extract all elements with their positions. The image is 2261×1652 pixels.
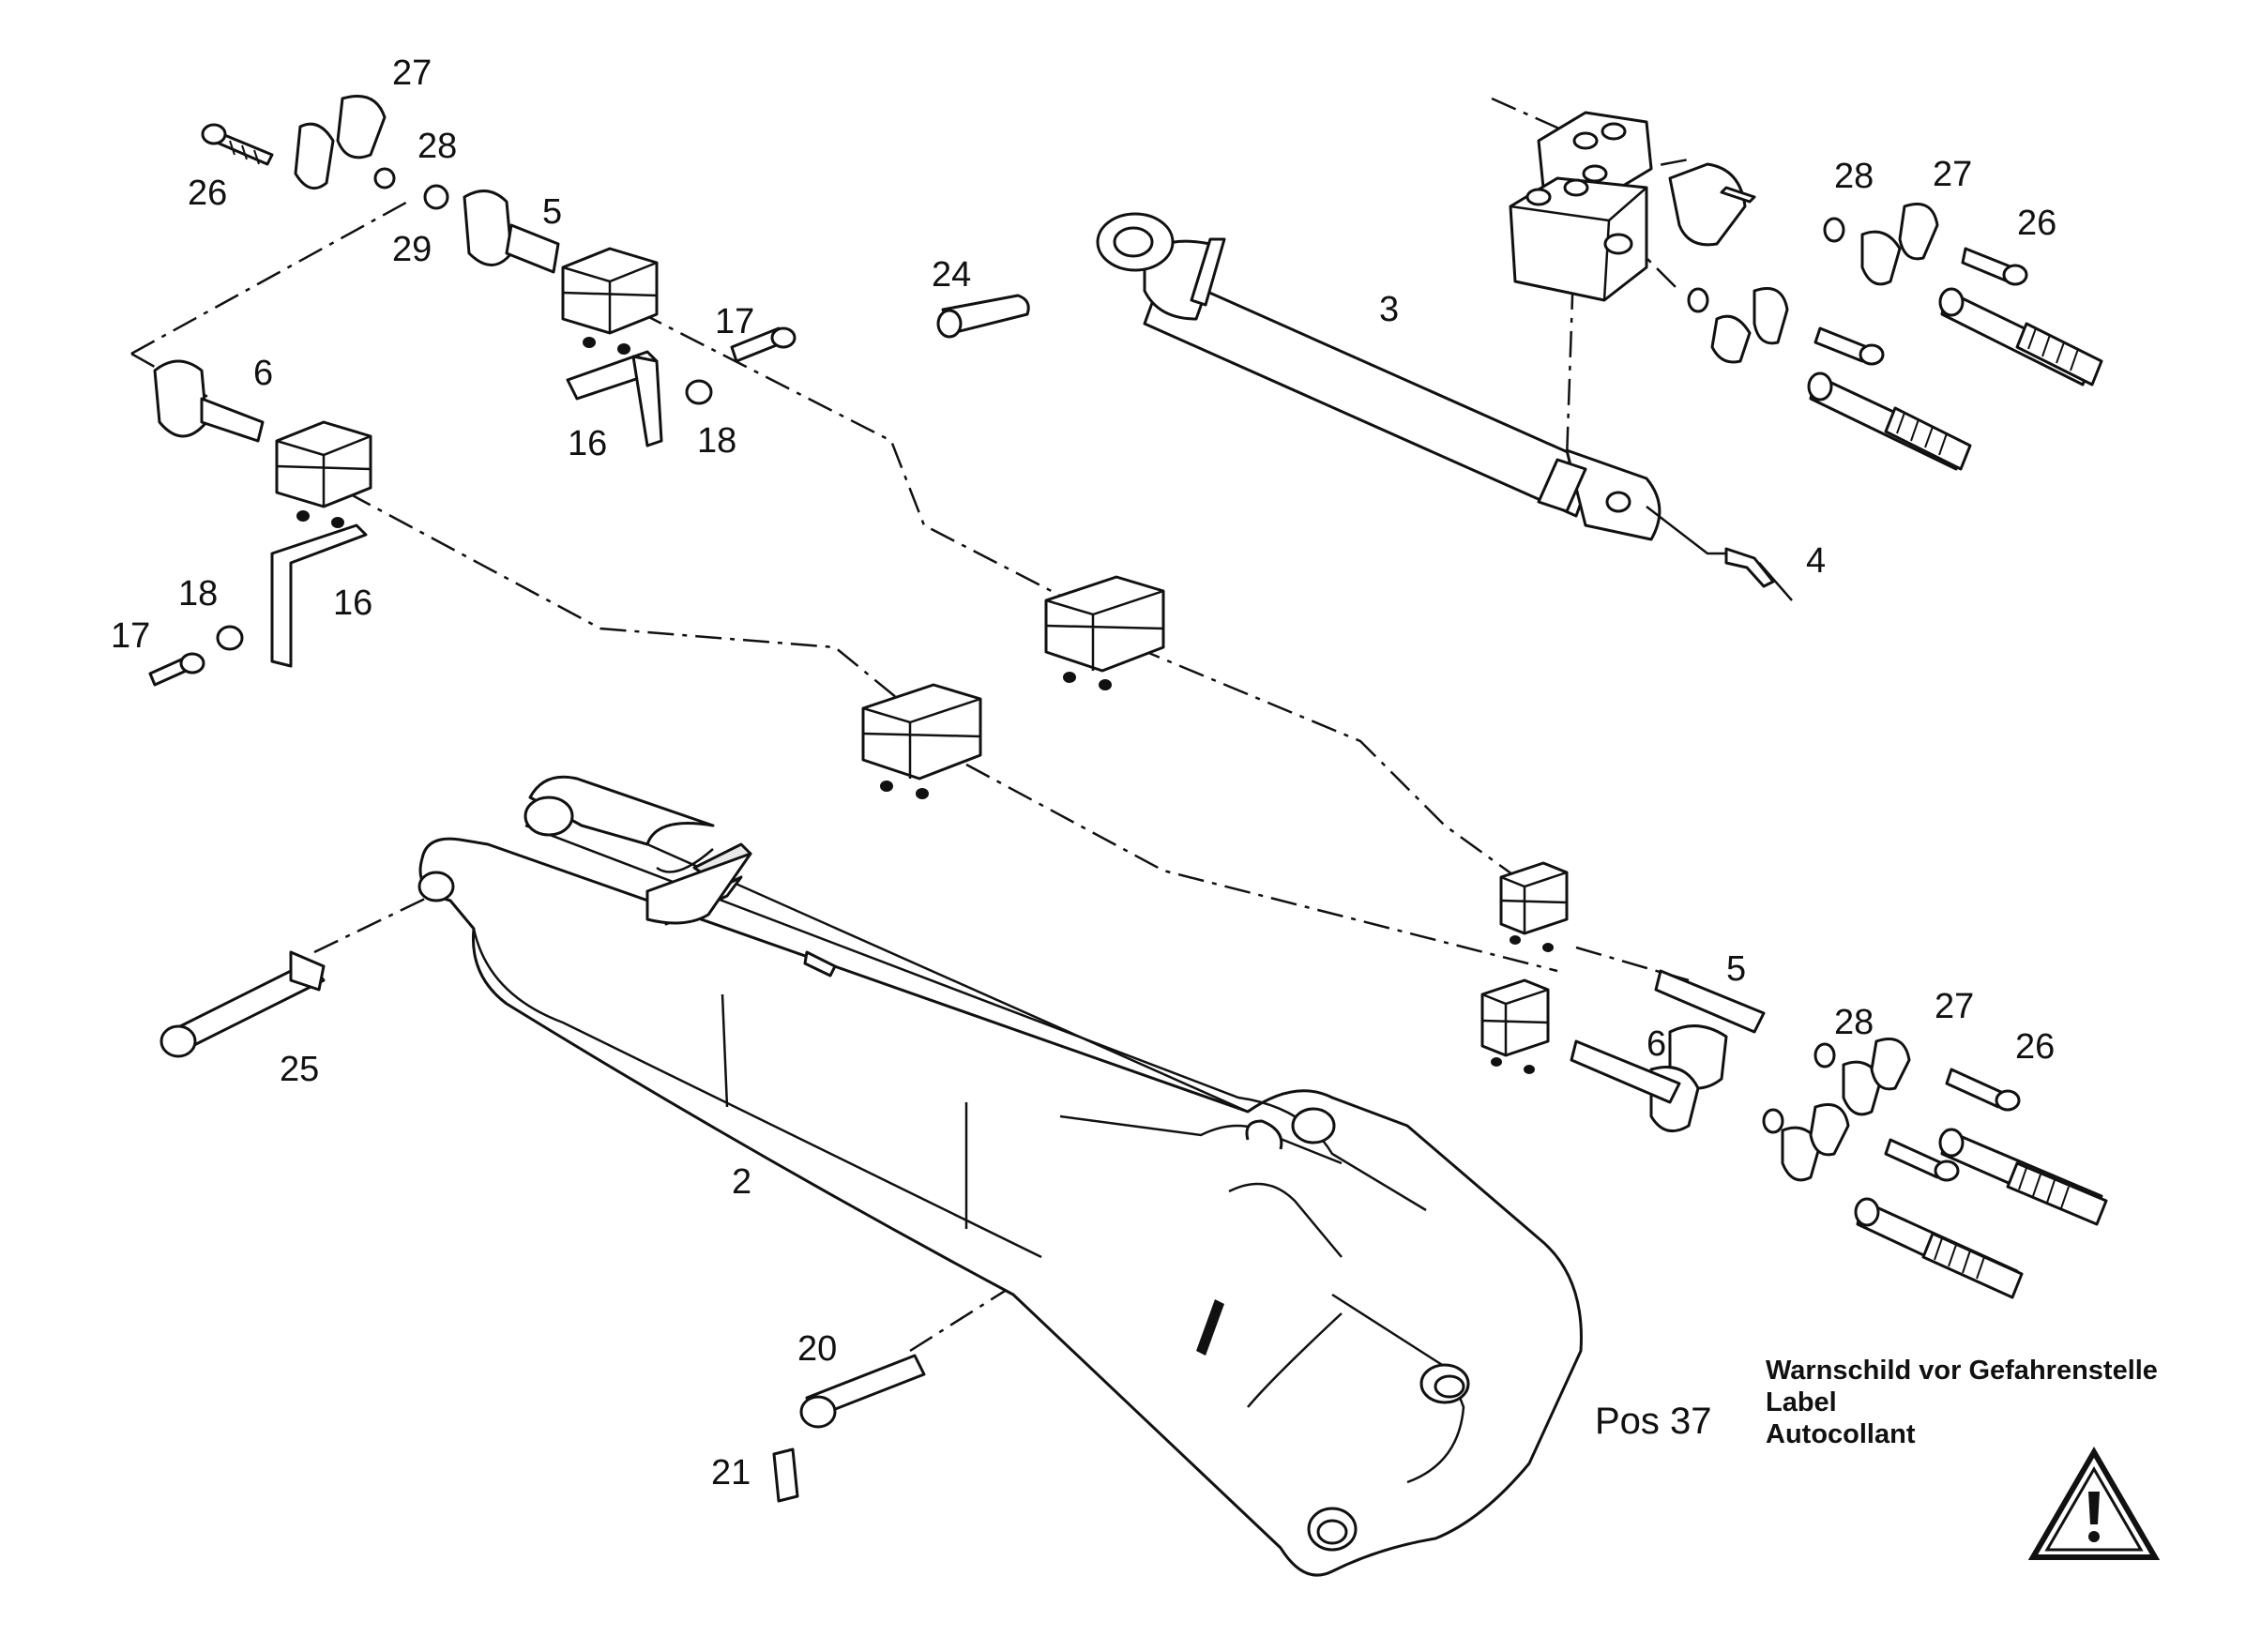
callout-18: 18: [697, 421, 736, 461]
callout-2: 2: [732, 1162, 751, 1202]
warning-triangle-icon: [2027, 1447, 2161, 1560]
callout-5: 5: [542, 192, 562, 232]
callout-26: 26: [2017, 204, 2056, 243]
callout-18: 18: [178, 574, 218, 614]
callout-6: 6: [1646, 1024, 1666, 1064]
warning-label-text: Warnschild vor Gefahrenstelle Label Auto…: [1766, 1355, 2158, 1450]
callout-20: 20: [797, 1329, 837, 1369]
pins-and-plates: [159, 294, 1030, 1503]
callout-16: 16: [333, 584, 372, 623]
brackets-bolts-washers: [148, 326, 797, 687]
callout-25: 25: [280, 1050, 319, 1089]
valve-block: [1509, 111, 1653, 302]
callout-29: 29: [392, 230, 432, 269]
flange-fittings: [153, 95, 2028, 443]
position-label: Pos 37: [1595, 1401, 1712, 1442]
callout-17: 17: [715, 302, 754, 341]
callout-3: 3: [1379, 290, 1399, 329]
callout-28: 28: [1834, 157, 1874, 196]
clamp-blocks: [275, 247, 1569, 1074]
callout-26: 26: [188, 174, 227, 213]
warning-label-german: Warnschild vor Gefahrenstelle: [1766, 1356, 2158, 1386]
callout-6: 6: [253, 354, 273, 393]
callout-16: 16: [568, 424, 607, 463]
boom-arm-part-2: [417, 775, 1583, 1577]
hose-assemblies: [1570, 287, 2108, 1299]
hydraulic-cylinder-part-3: [1096, 212, 1731, 555]
callout-28: 28: [417, 127, 457, 166]
callout-27: 27: [1933, 155, 1972, 194]
callout-27: 27: [1935, 987, 1974, 1026]
callout-4: 4: [1806, 541, 1826, 581]
callout-27: 27: [392, 53, 432, 93]
callout-26: 26: [2015, 1027, 2055, 1067]
callout-28: 28: [1834, 1003, 1874, 1042]
warning-label-english: Label: [1766, 1387, 1837, 1417]
warning-label-french: Autocollant: [1766, 1419, 1916, 1449]
callout-labels: 27 28 26 29 5 6 17 16 18 18 16 17 24 3 2…: [111, 53, 2056, 1493]
retaining-pin-part-4: [1724, 547, 1793, 601]
callout-17: 17: [111, 616, 150, 656]
callout-24: 24: [932, 255, 971, 295]
callout-5: 5: [1726, 949, 1746, 989]
callout-21: 21: [711, 1453, 751, 1493]
assembly-lines: [130, 97, 1690, 1353]
